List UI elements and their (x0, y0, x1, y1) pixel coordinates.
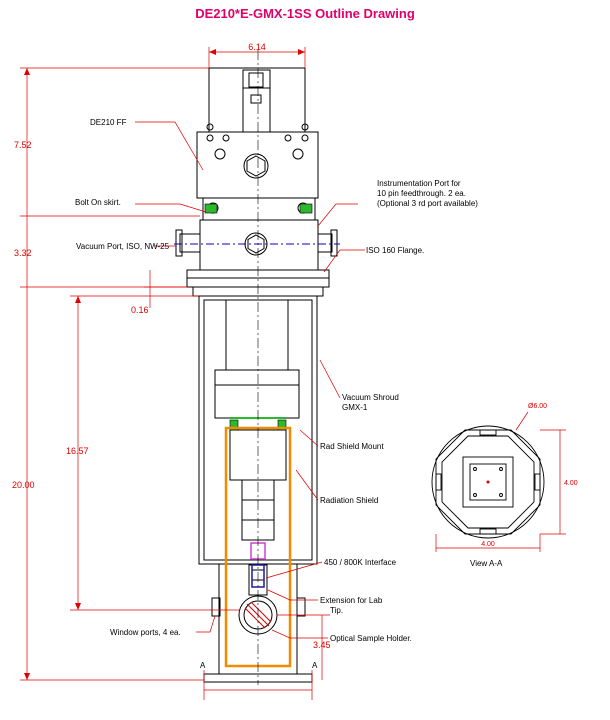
label-instr-3: (Optional 3 rd port available) (377, 199, 478, 208)
mid-housing (199, 219, 319, 271)
label-bolt: Bolt On skirt. (75, 198, 121, 207)
rad-shield-mount (229, 419, 239, 431)
cold-head-lower (214, 369, 300, 419)
vacuum-port (179, 233, 201, 253)
label-de210: DE210 FF (90, 118, 127, 127)
label-interface: 450 / 800K Interface (324, 558, 397, 567)
cold-head-upper (225, 299, 289, 371)
de210-head (208, 67, 306, 133)
dim-h-total: 20.00 (12, 480, 35, 490)
dim-h-top: 7.52 (14, 140, 32, 150)
dim-view-h: 4.00 (564, 480, 578, 487)
dim-flange: 0.16 (131, 305, 149, 315)
instrumentation-port (317, 233, 333, 253)
section-mark-right: A (312, 661, 318, 670)
label-vacuum-port: Vacuum Port, ISO, NW-25 (76, 242, 170, 251)
dim-view-w: 4.00 (481, 541, 495, 548)
label-ext-1: Extension for Lab (320, 596, 383, 605)
de210-port-hex (243, 153, 269, 179)
label-shroud-2: GMX-1 (342, 403, 368, 412)
de210-motor-block (196, 131, 319, 199)
dim-h-mid: 3.32 (14, 248, 32, 258)
dim-width-top: 6.14 (248, 42, 266, 52)
dim-view-dia: Ø6.00 (528, 403, 547, 410)
label-rad-shield: Radiation Shield (320, 496, 378, 505)
label-sample: Optical Sample Holder. (330, 634, 412, 643)
section-mark-left: A (200, 661, 206, 670)
label-rad-mount: Rad Shield Mount (320, 442, 384, 451)
de210-valve-block (242, 69, 271, 133)
label-window: Window ports, 4 ea. (110, 628, 181, 637)
label-instr-1: Instrumentation Port for (377, 179, 461, 188)
view-aa-square (469, 463, 507, 501)
label-instr-2: 10 pin feedthrough. 2 ea. (377, 189, 466, 198)
dim-h-shroud: 16.57 (66, 446, 89, 456)
label-shroud-1: Vacuum Shroud (342, 393, 399, 402)
dim-h-bottom: 3.45 (313, 640, 331, 650)
label-view: View A-A (470, 559, 503, 568)
label-ext-2: Tip. (330, 606, 343, 615)
label-iso-flange: ISO 160 Flange. (366, 246, 424, 255)
view-aa-circle (431, 425, 545, 539)
drawing-title: DE210*E-GMX-1SS Outline Drawing (195, 6, 415, 21)
